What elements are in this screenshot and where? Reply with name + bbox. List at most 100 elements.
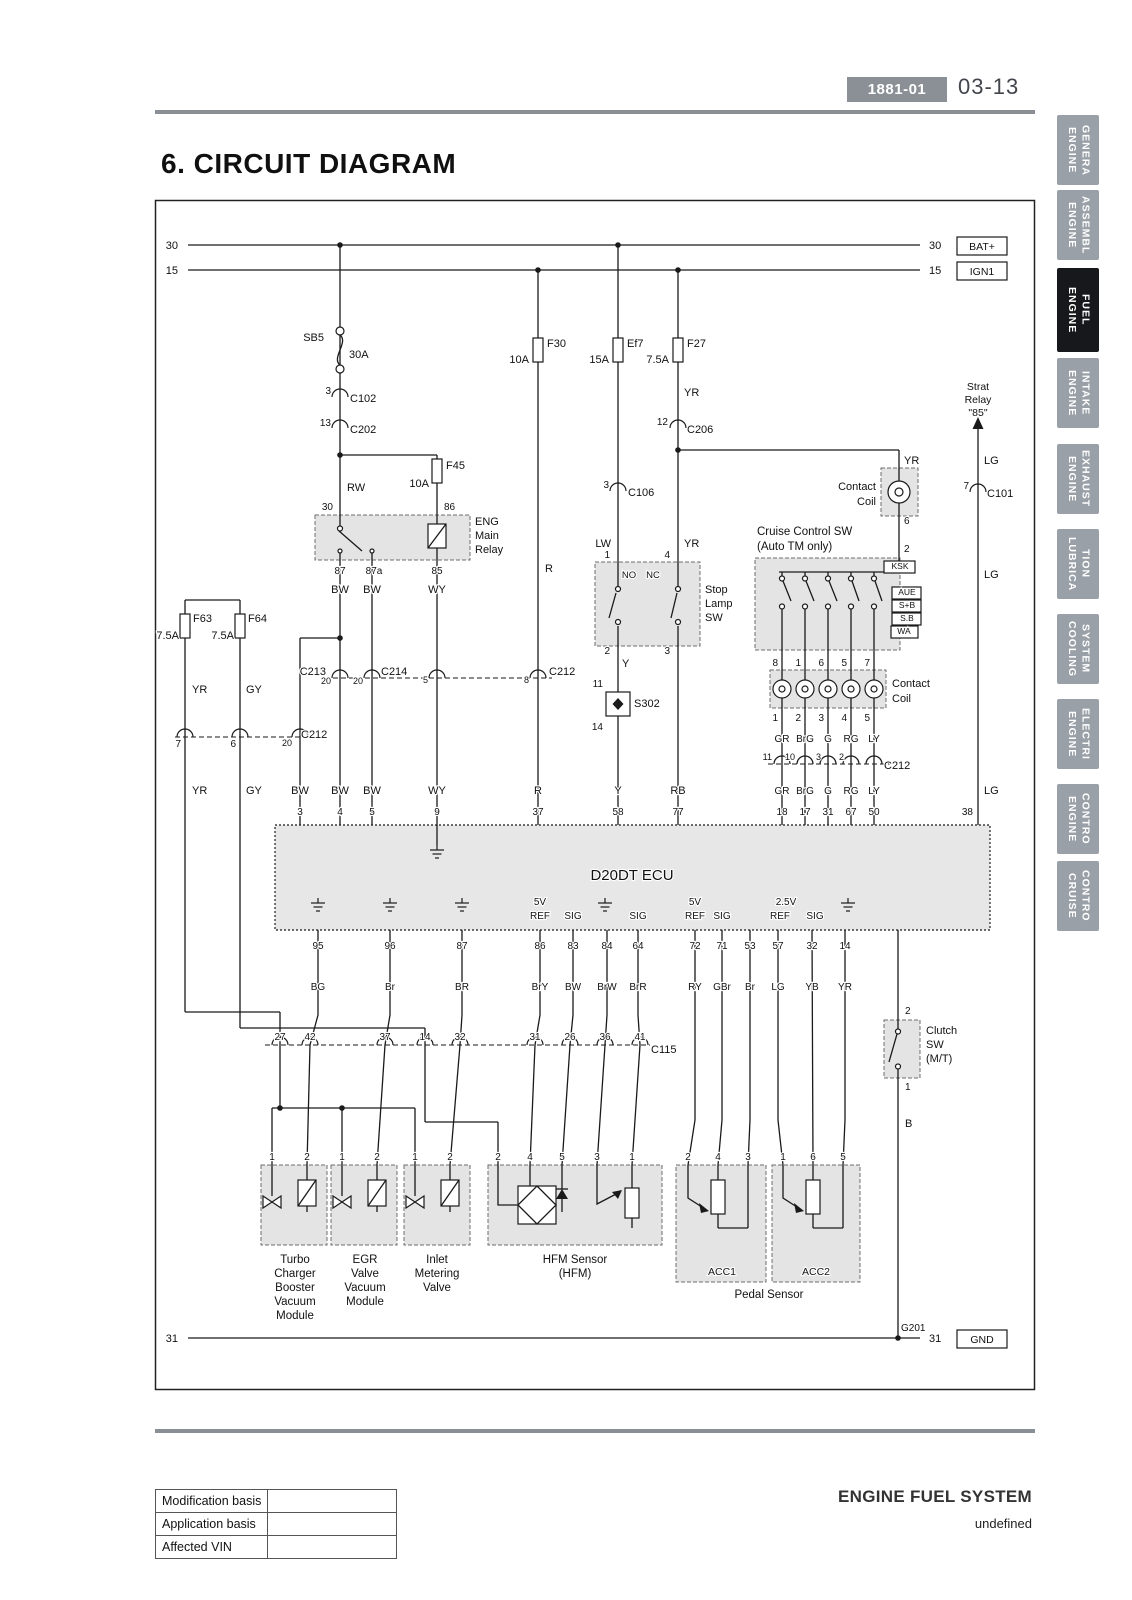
page-number: 03-13 — [958, 74, 1020, 99]
connector-pin: 11 — [763, 752, 772, 762]
hfm-sensor — [497, 1165, 640, 1228]
switch-position-label: AUE — [898, 587, 916, 597]
component-name: Turbo — [280, 1254, 310, 1266]
pin-number: 3 — [818, 713, 824, 724]
wire-color-label: G — [824, 734, 832, 745]
wire-color-label: R — [534, 785, 542, 797]
ecu-pin-number: 84 — [601, 941, 613, 952]
ign1-terminal-box — [956, 261, 1008, 281]
egr-module — [332, 1165, 387, 1212]
contact-coil-2 — [772, 679, 884, 699]
connector-name: C101 — [987, 488, 1013, 500]
wire-color-label: YR — [684, 387, 699, 399]
ecu-signal-label: 5V — [689, 897, 702, 908]
bus-label: 30 — [166, 240, 178, 252]
fuse-rating: 15A — [589, 354, 609, 366]
wire-color-label: LG — [984, 785, 999, 797]
ecu-pin-number: 37 — [532, 807, 544, 818]
strat-relay-arrow-icon — [972, 417, 984, 429]
wire-color-label: WY — [428, 584, 446, 596]
turbo-module — [262, 1165, 317, 1212]
fuse-name: F27 — [687, 338, 706, 350]
wire-color-label: BW — [363, 584, 381, 596]
bus-label: 15 — [166, 265, 178, 277]
ecu-signal-label: SIG — [713, 911, 730, 922]
ecu-pin-number: 32 — [806, 941, 818, 952]
switch-position-label: NC — [646, 570, 660, 581]
ecu-pin-number: 87 — [456, 941, 468, 952]
connector-name: C213 — [300, 666, 326, 678]
wire-color-label: BW — [331, 584, 349, 596]
component-label: Cruise Control SW — [757, 526, 852, 538]
acc1-box — [675, 1164, 767, 1283]
component-label: Main — [475, 530, 499, 542]
hfm-sensor-box — [487, 1164, 663, 1246]
pin-number: 1 — [604, 550, 610, 561]
table-row: Affected VIN — [154, 1535, 398, 1559]
component-name: Charger — [274, 1268, 316, 1280]
component-name: Module — [346, 1296, 384, 1308]
wire-color-label: BrR — [629, 982, 646, 993]
bus-label: 31 — [166, 1333, 178, 1345]
connector-name: C214 — [381, 666, 407, 678]
wire-color-label: BrG — [796, 786, 814, 797]
inlet-metering-valve — [405, 1165, 460, 1212]
pin-number: 85 — [431, 566, 443, 577]
pin-number: 3 — [594, 1152, 600, 1163]
ecu-pin-number: 72 — [689, 941, 701, 952]
ecu-signal-label: REF — [770, 911, 790, 922]
pin-number: 87 — [334, 566, 346, 577]
ecu-signal-label: SIG — [564, 911, 581, 922]
pin-number: 87a — [366, 566, 383, 577]
component-label: Clutch — [926, 1025, 957, 1037]
fuse-rating: 7.5A — [211, 630, 234, 642]
pin-number: 2 — [374, 1152, 380, 1163]
pin-number: 5 — [840, 1152, 846, 1163]
pin-number: 7 — [864, 658, 870, 669]
wire-color-label: GY — [246, 785, 263, 797]
connector-pin: 5 — [423, 675, 428, 685]
pin-number: 1 — [269, 1152, 275, 1163]
wire-color-label: YR — [192, 785, 207, 797]
component-label: Contact — [892, 678, 930, 690]
revision-table: Modification basis Application basis Aff… — [154, 1489, 398, 1559]
splice-name: S302 — [634, 698, 660, 710]
ecu-pin-number: 9 — [434, 807, 440, 818]
component-label: SW — [926, 1039, 944, 1051]
row-label: Affected VIN — [154, 1535, 269, 1559]
fusible-link-sb5 — [335, 326, 345, 374]
wire-color-label: BW — [565, 982, 582, 993]
terminal-label: IGN1 — [970, 266, 995, 278]
wire-color-label: BrY — [532, 982, 549, 993]
pin-number: 1 — [629, 1152, 635, 1163]
fuse-rating: 10A — [509, 354, 529, 366]
connector-name: C102 — [350, 393, 376, 405]
contact-coil — [887, 468, 911, 516]
pin-number: 5 — [841, 658, 847, 669]
pin-number: 30 — [322, 502, 334, 513]
wire-color-label: BG — [311, 982, 326, 993]
row-label: Modification basis — [154, 1489, 269, 1513]
pin-number: 2 — [904, 544, 910, 555]
connector-name: C202 — [350, 424, 376, 436]
wire-color-label: YR — [192, 684, 207, 696]
switch-position-label: WA — [897, 626, 911, 636]
splice-s302 — [605, 691, 631, 717]
component-name: Valve — [423, 1282, 451, 1294]
wire-color-label: YR — [904, 455, 919, 467]
section-badge: 1881-01 — [847, 77, 947, 102]
connector-pin: 41 — [634, 1032, 646, 1043]
pin-number: 4 — [841, 713, 847, 724]
terminal-label: GND — [970, 1334, 994, 1346]
connector-pin: 13 — [320, 418, 332, 429]
